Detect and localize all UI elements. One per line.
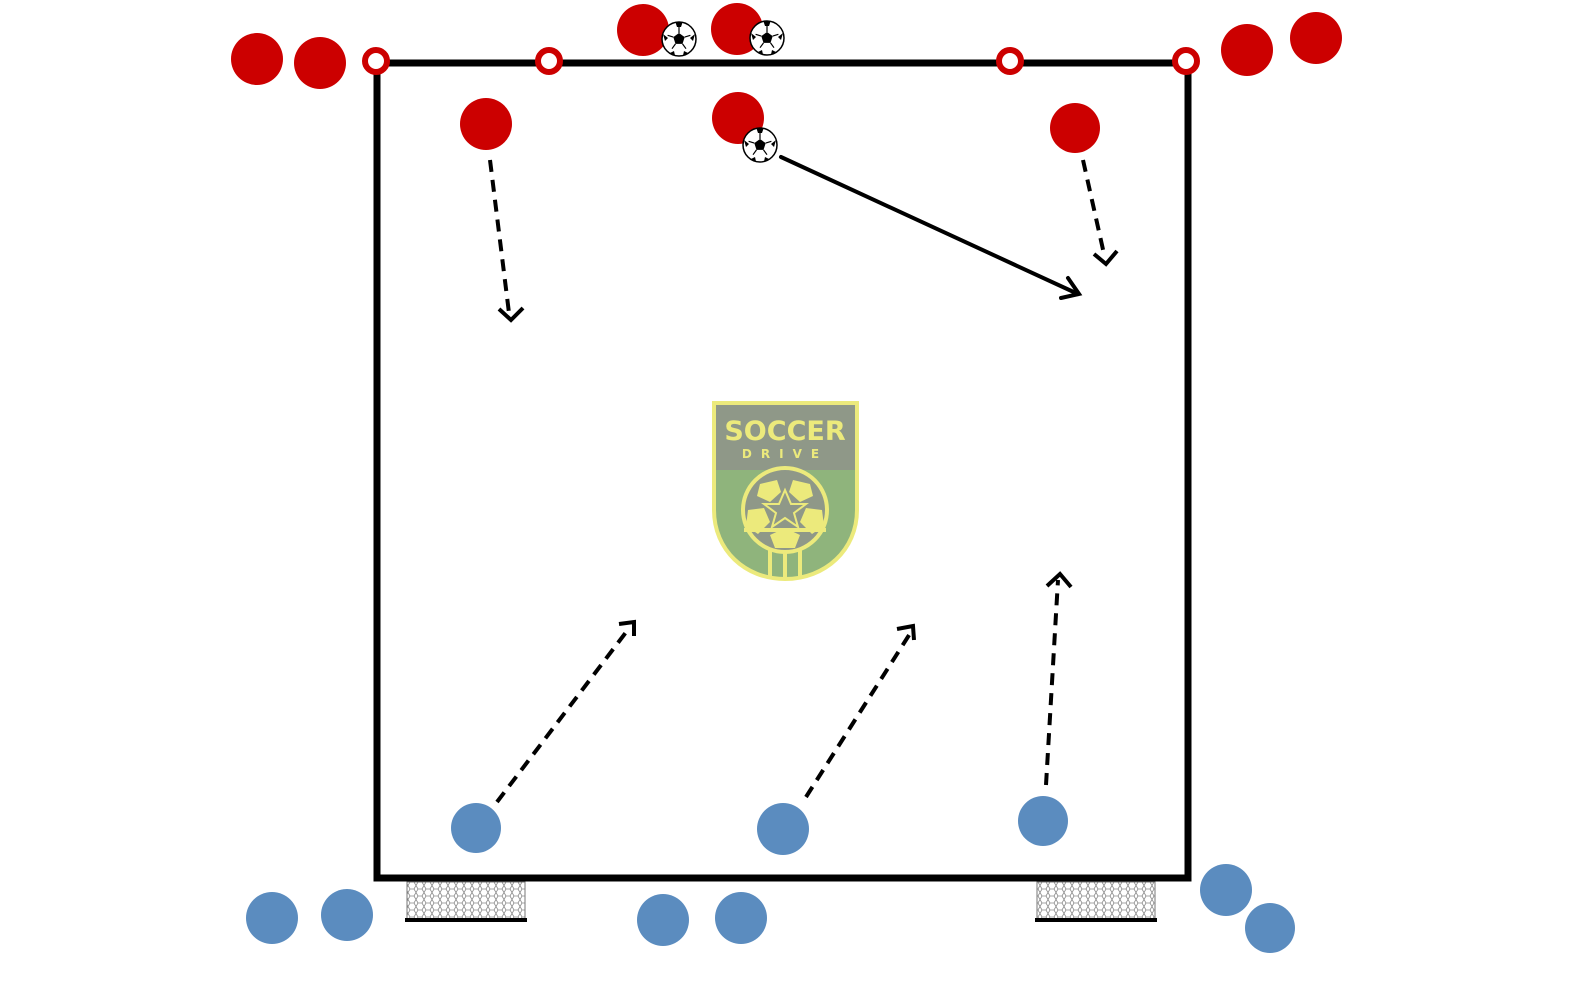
red-player (1050, 103, 1100, 153)
red-player (1221, 24, 1273, 76)
cone-icon (1172, 47, 1200, 75)
mini-goal-icon (1036, 881, 1156, 920)
blue-player (246, 892, 298, 944)
soccer-ball-icon (661, 21, 697, 57)
blue-team (246, 796, 1295, 953)
soccer-ball-icon (742, 127, 778, 163)
field-boundary (373, 59, 1192, 882)
blue-player (637, 894, 689, 946)
goal-left (405, 881, 527, 922)
blue-player (451, 803, 501, 853)
mini-goal-icon (406, 881, 526, 920)
red-run-arrows (488, 159, 1119, 323)
cone-icon (535, 47, 563, 75)
logo-subtitle: DRIVE (742, 447, 828, 461)
blue-player (1200, 864, 1252, 916)
red-player (294, 37, 346, 89)
soccer-ball-icon (749, 20, 785, 56)
red-player (617, 4, 669, 56)
blue-player (321, 889, 373, 941)
goal-right (1035, 881, 1157, 922)
blue-run-arrows (495, 571, 1073, 804)
cone-icon (362, 47, 390, 75)
red-player (231, 33, 283, 85)
pass-arrow (779, 155, 1083, 300)
logo-title: SOCCER (724, 416, 845, 447)
red-team (231, 3, 1342, 153)
red-player (1290, 12, 1342, 64)
cones (362, 47, 1200, 75)
blue-player (1245, 903, 1295, 953)
blue-player (715, 892, 767, 944)
red-player (460, 98, 512, 150)
soccer-drive-logo: SOCCER DRIVE (712, 401, 859, 582)
blue-player (757, 803, 809, 855)
cone-icon (996, 47, 1024, 75)
blue-player (1018, 796, 1068, 846)
